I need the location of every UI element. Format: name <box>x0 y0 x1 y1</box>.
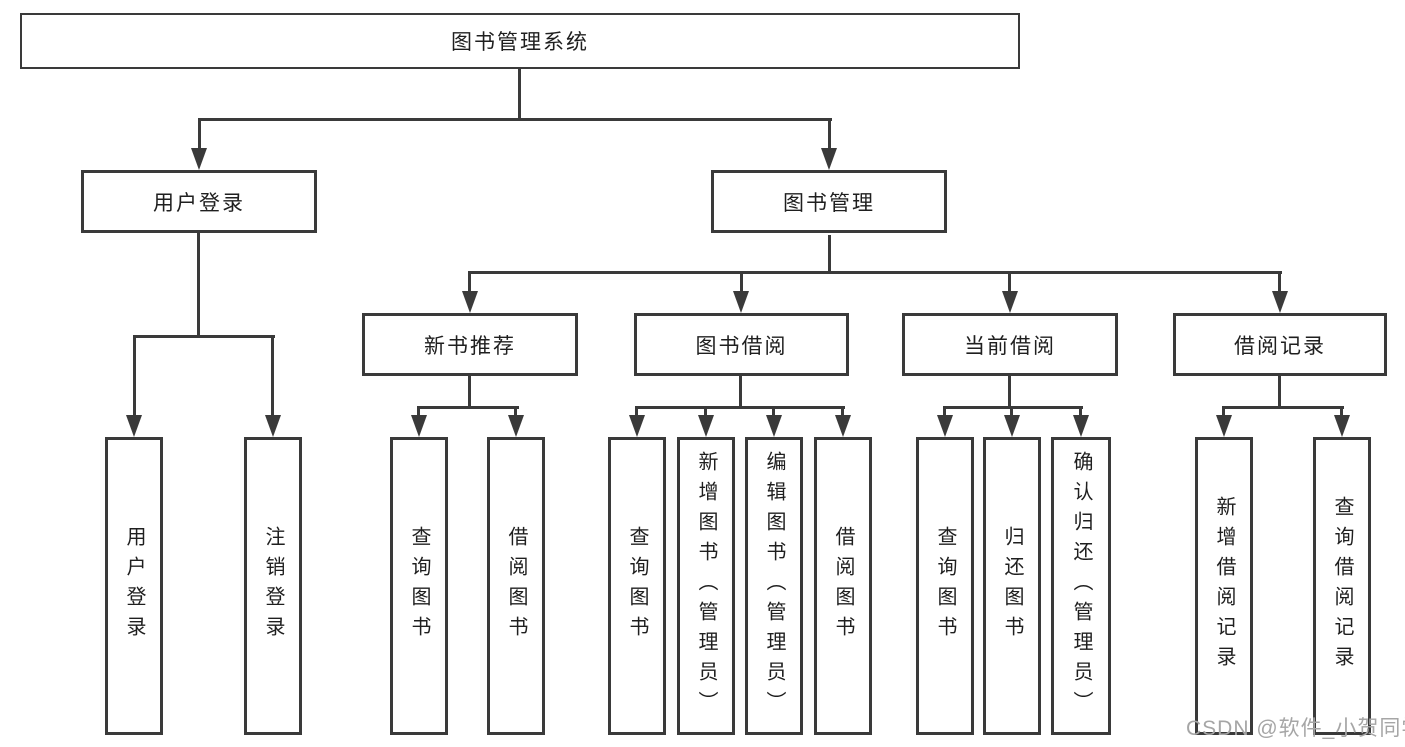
node-label: 借阅图书 <box>505 526 527 646</box>
leaf-cb-confirm-return-admin: 确认归还（管理员） <box>1051 437 1111 735</box>
node-label: 查询图书 <box>934 526 956 646</box>
leaf-user-login: 用户登录 <box>105 437 163 735</box>
leaf-cb-query-books: 查询图书 <box>916 437 974 735</box>
connector-line <box>828 235 831 273</box>
connector-line <box>468 376 471 408</box>
node-label: 图书管理 <box>783 191 875 215</box>
arrow-down-icon <box>766 415 782 437</box>
arrow-down-icon <box>1073 415 1089 437</box>
connector-line <box>943 406 1083 409</box>
leaf-logout: 注销登录 <box>244 437 302 735</box>
connector-line <box>1278 376 1281 408</box>
connector-line <box>198 118 201 152</box>
arrow-down-icon <box>411 415 427 437</box>
connector-line <box>1008 376 1011 408</box>
arrow-down-icon <box>835 415 851 437</box>
node-label: 图书借阅 <box>695 334 788 358</box>
arrow-down-icon <box>629 415 645 437</box>
arrow-down-icon <box>698 415 714 437</box>
node-user-login-branch: 用户登录 <box>81 170 317 233</box>
leaf-nb-borrow-books: 借阅图书 <box>487 437 545 735</box>
node-label: 借阅记录 <box>1234 334 1326 358</box>
node-label: 编辑图书（管理员） <box>763 451 785 721</box>
leaf-bb-borrow-books: 借阅图书 <box>814 437 872 735</box>
connector-line <box>740 271 743 293</box>
arrow-down-icon <box>1004 415 1020 437</box>
node-label: 新增借阅记录 <box>1213 496 1235 676</box>
arrow-down-icon <box>191 148 207 170</box>
connector-line <box>417 406 519 409</box>
leaf-bb-edit-books-admin: 编辑图书（管理员） <box>745 437 803 735</box>
connector-line <box>841 406 844 417</box>
leaf-nb-query-books: 查询图书 <box>390 437 448 735</box>
connector-line <box>635 406 638 417</box>
arrow-down-icon <box>937 415 953 437</box>
connector-line <box>133 335 136 417</box>
node-label: 新书推荐 <box>424 334 516 358</box>
connector-line <box>1278 271 1281 293</box>
connector-line <box>1222 406 1344 409</box>
arrow-down-icon <box>1272 291 1288 313</box>
leaf-br-query-borrow-record: 查询借阅记录 <box>1313 437 1371 735</box>
connector-line <box>518 69 521 118</box>
connector-line <box>1340 406 1343 417</box>
connector-line <box>943 406 946 417</box>
node-root-library-management-system: 图书管理系统 <box>20 13 1020 69</box>
connector-line <box>704 406 707 417</box>
connector-line <box>271 335 274 417</box>
leaf-bb-query-books: 查询图书 <box>608 437 666 735</box>
connector-line <box>1222 406 1225 417</box>
connector-line <box>772 406 775 417</box>
node-label: 用户登录 <box>153 191 245 215</box>
arrow-down-icon <box>126 415 142 437</box>
connector-line <box>1010 406 1013 417</box>
node-borrow-records: 借阅记录 <box>1173 313 1387 376</box>
connector-line <box>417 406 420 417</box>
connector-line <box>133 335 275 338</box>
arrow-down-icon <box>508 415 524 437</box>
node-label: 注销登录 <box>262 526 284 646</box>
leaf-bb-add-books-admin: 新增图书（管理员） <box>677 437 735 735</box>
connector-line <box>828 118 831 152</box>
node-current-borrow: 当前借阅 <box>902 313 1118 376</box>
arrow-down-icon <box>1002 291 1018 313</box>
connector-line <box>1079 406 1082 417</box>
node-label: 归还图书 <box>1001 526 1023 646</box>
node-book-borrow: 图书借阅 <box>634 313 849 376</box>
node-label: 确认归还（管理员） <box>1070 451 1092 721</box>
arrow-down-icon <box>462 291 478 313</box>
node-label: 查询图书 <box>408 526 430 646</box>
node-new-book-recommend: 新书推荐 <box>362 313 578 376</box>
node-label: 用户登录 <box>123 526 145 646</box>
connector-line <box>1008 271 1011 293</box>
arrow-down-icon <box>733 291 749 313</box>
connector-line <box>468 271 471 293</box>
connector-line <box>198 118 832 121</box>
node-label: 查询借阅记录 <box>1331 496 1353 676</box>
connector-line <box>468 271 1282 274</box>
csdn-watermark: CSDN @软件_小贺同学 <box>1186 717 1405 740</box>
node-label: 新增图书（管理员） <box>695 451 717 721</box>
connector-line <box>635 406 845 409</box>
arrow-down-icon <box>1216 415 1232 437</box>
node-label: 查询图书 <box>626 526 648 646</box>
node-label: 图书管理系统 <box>451 31 589 54</box>
connector-line <box>514 406 517 417</box>
node-label: 借阅图书 <box>832 526 854 646</box>
leaf-br-add-borrow-record: 新增借阅记录 <box>1195 437 1253 735</box>
arrow-down-icon <box>1334 415 1350 437</box>
node-label: 当前借阅 <box>964 334 1056 358</box>
node-book-management-branch: 图书管理 <box>711 170 947 233</box>
connector-line <box>739 376 742 408</box>
arrow-down-icon <box>821 148 837 170</box>
arrow-down-icon <box>265 415 281 437</box>
leaf-cb-return-books: 归还图书 <box>983 437 1041 735</box>
connector-line <box>197 233 200 337</box>
